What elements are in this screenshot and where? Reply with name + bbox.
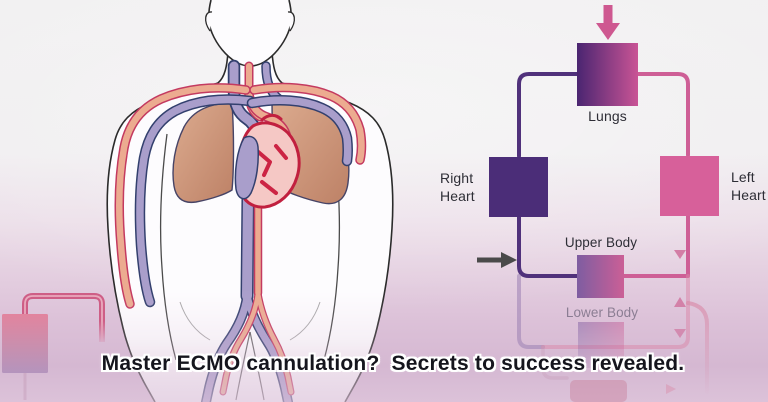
patient-illustration	[2, 0, 394, 402]
headline-text: Master ECMO cannulation? Secrets to succ…	[101, 352, 685, 375]
flow-into-lungs-arrow-icon	[596, 5, 620, 40]
lungs-to-left-heart-line	[635, 72, 690, 157]
flow-chevron-down-icon	[674, 250, 686, 259]
lungs-to-right-heart-line	[517, 72, 580, 158]
flow-chevron-up-icon	[674, 297, 686, 307]
right-ear	[287, 11, 295, 32]
cannulation-pointer-arrow-icon	[477, 252, 517, 268]
left-heart-label: Left Heart	[731, 169, 766, 204]
circuit-lines	[517, 72, 709, 394]
lower-body-label: Lower Body	[565, 305, 639, 320]
right-heart-box	[489, 157, 548, 217]
left-ear	[205, 11, 213, 32]
heart	[234, 113, 301, 209]
faded-circuit-box	[570, 380, 627, 402]
head	[208, 0, 292, 66]
ecmo-pump-unit	[2, 293, 105, 400]
left-heart-to-upper-body-line	[621, 214, 690, 278]
abdominal-vessels	[201, 188, 295, 402]
upper-body-label: Upper Body	[564, 235, 638, 250]
right-lung	[172, 103, 235, 204]
patient-body	[106, 0, 394, 402]
upper-body-box	[577, 255, 624, 298]
right-heart-label: Right Heart	[440, 170, 475, 205]
right-heart-to-upper-body-line	[517, 215, 580, 278]
ecmo-pump	[2, 314, 48, 373]
arm-vessels	[114, 82, 367, 309]
lungs-label: Lungs	[588, 108, 627, 124]
branch-to-circuit-line	[686, 301, 709, 394]
left-heart-box	[660, 156, 719, 216]
flow-chevron-down-icon	[674, 329, 686, 338]
faded-chevron-right-icon	[666, 384, 676, 394]
right-atrium	[234, 135, 259, 200]
lungs-box	[577, 43, 638, 106]
lower-body-box	[578, 322, 624, 368]
